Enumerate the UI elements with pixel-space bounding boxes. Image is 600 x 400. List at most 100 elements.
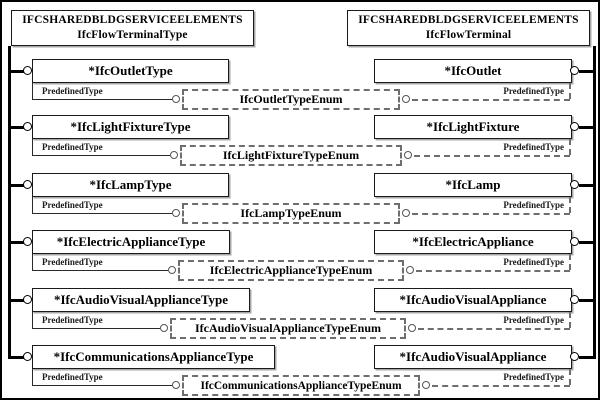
left-bus-line [8,46,11,359]
entity-box-left: *IfcLightFixtureType [32,115,229,139]
entity-label: *IfcOutlet [444,63,502,78]
schema-header-right: IFCSHAREDBLDGSERVICEELEMENTS IfcFlowTerm… [347,10,590,46]
attribute-label: PredefinedType [42,86,103,96]
aggregation-circle [408,324,416,332]
connector-line [9,299,24,302]
entity-label: *IfcElectricAppliance [412,234,534,249]
attribute-line [32,197,33,214]
aggregation-circle [172,95,180,103]
connector-circle [23,237,32,246]
connector-circle [570,237,579,246]
entity-label: *IfcLamp [445,177,501,192]
attribute-line [32,312,33,329]
attribute-label: PredefinedType [503,315,564,325]
enum-label: IfcLightFixtureTypeEnum [222,148,360,162]
connector-line [579,70,594,73]
attribute-line [32,213,172,214]
aggregation-circle [168,266,176,274]
enum-box: IfcLightFixtureTypeEnum [180,145,402,166]
connector-line [9,356,24,359]
entity-box-right: *IfcLightFixture [374,115,572,139]
entity-box-right: *IfcAudioVisualAppliance [374,288,572,312]
aggregation-circle [172,381,180,389]
connector-circle [23,295,32,304]
attribute-dashed-line [416,270,570,272]
entity-label: *IfcLampType [89,177,172,192]
enum-box: IfcElectricApplianceTypeEnum [178,260,404,281]
attribute-line [32,369,33,386]
entity-label: *IfcOutletType [88,63,173,78]
enum-box: IfcCommunicationsApplianceTypeEnum [182,375,420,396]
attribute-label: PredefinedType [503,200,564,210]
attribute-line [32,328,160,329]
aggregation-circle [404,151,412,159]
attribute-dashed-line [569,312,571,328]
enum-box: IfcAudioVisualApplianceTypeEnum [170,318,406,339]
connector-circle [570,66,579,75]
connector-line [9,70,24,73]
entity-box-left: *IfcOutletType [32,59,229,83]
connector-line [579,126,594,129]
entity-label: *IfcAudioVisualApplianceType [53,292,229,307]
attribute-dashed-line [432,385,570,387]
entity-box-left: *IfcElectricApplianceType [32,230,230,254]
attribute-dashed-line [418,328,570,330]
attribute-dashed-line [569,83,571,99]
connector-line [9,241,24,244]
aggregation-circle [422,381,430,389]
schema-entity: IfcFlowTerminal [425,29,512,41]
attribute-dashed-line [569,254,571,270]
connector-line [579,299,594,302]
attribute-line [32,270,168,271]
connector-line [579,356,594,359]
attribute-dashed-line [569,139,571,155]
attribute-label: PredefinedType [42,315,103,325]
connector-circle [570,122,579,131]
aggregation-circle [172,209,180,217]
entity-box-right: *IfcAudioVisualAppliance [374,345,572,369]
connector-line [579,241,594,244]
attribute-dashed-line [414,155,570,157]
connector-circle [23,122,32,131]
entity-box-left: *IfcLampType [32,173,229,197]
enum-box: IfcOutletTypeEnum [182,89,400,110]
entity-box-left: *IfcAudioVisualApplianceType [32,288,250,312]
attribute-label: PredefinedType [503,142,564,152]
attribute-label: PredefinedType [42,200,103,210]
entity-box-right: *IfcLamp [374,173,572,197]
entity-label: *IfcLightFixtureType [70,119,191,134]
schema-entity: IfcFlowTerminalType [77,29,188,41]
connector-line [9,126,24,129]
aggregation-circle [402,95,410,103]
attribute-label: PredefinedType [503,257,564,267]
attribute-label: PredefinedType [42,257,103,267]
entity-box-right: *IfcOutlet [374,59,572,83]
entity-label: *IfcAudioVisualAppliance [399,292,547,307]
entity-label: *IfcElectricApplianceType [56,234,206,249]
attribute-label: PredefinedType [42,372,103,382]
entity-box-right: *IfcElectricAppliance [374,230,572,254]
aggregation-circle [170,151,178,159]
connector-line [579,184,594,187]
attribute-dashed-line [412,213,570,215]
attribute-line [32,139,33,156]
connector-circle [570,180,579,189]
aggregation-circle [402,209,410,217]
connector-circle [23,66,32,75]
schema-name: IFCSHAREDBLDGSERVICEELEMENTS [358,14,579,27]
connector-circle [570,295,579,304]
right-bus-line [593,46,596,359]
entity-label: *IfcLightFixture [426,119,520,134]
schema-header-left: IFCSHAREDBLDGSERVICEELEMENTS IfcFlowTerm… [11,10,254,46]
schema-name: IFCSHAREDBLDGSERVICEELEMENTS [22,14,243,27]
connector-circle [23,180,32,189]
connector-circle [23,352,32,361]
enum-label: IfcLampTypeEnum [240,206,342,220]
entity-label: *IfcAudioVisualAppliance [399,349,547,364]
attribute-line [32,155,170,156]
aggregation-circle [406,266,414,274]
attribute-line [32,99,172,100]
attribute-line [32,254,33,271]
attribute-dashed-line [569,369,571,385]
